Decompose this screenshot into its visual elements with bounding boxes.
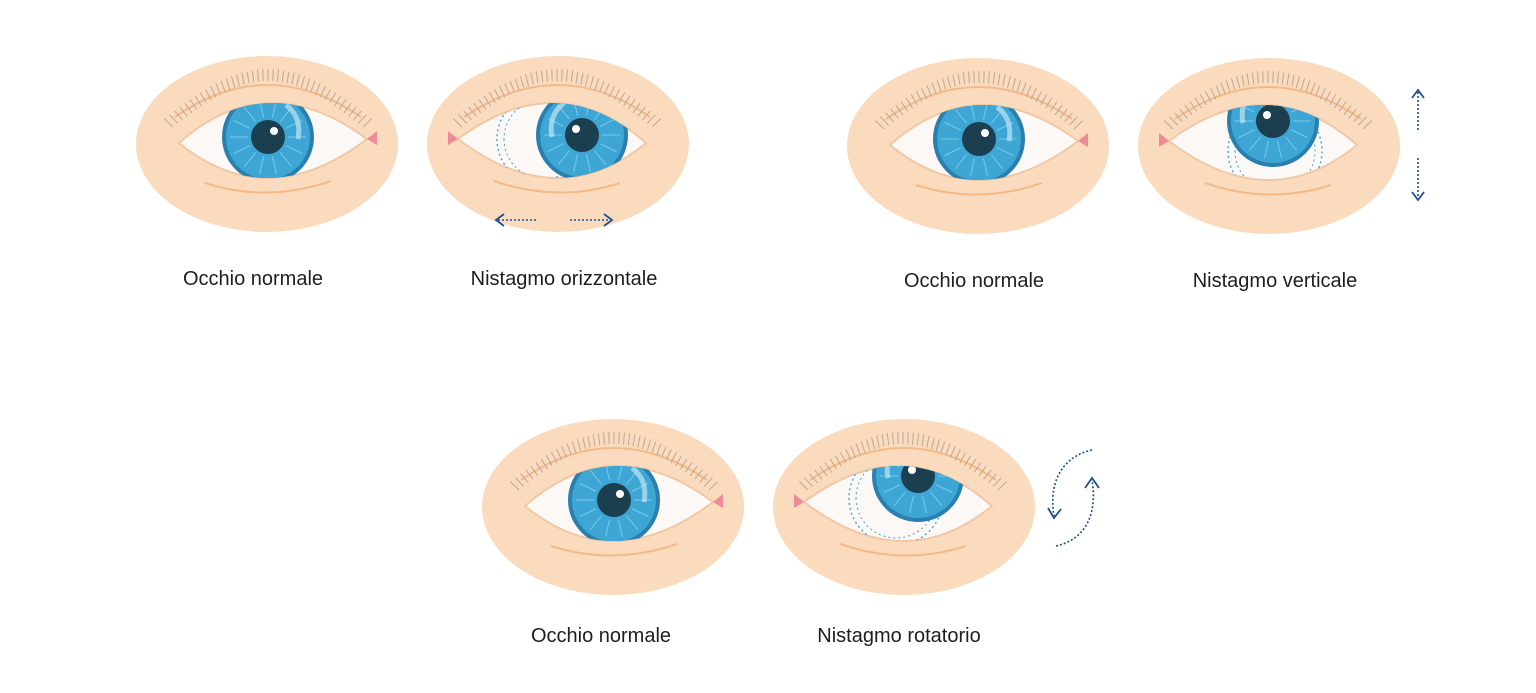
eyelash-group	[799, 432, 1007, 491]
pupil-highlight	[616, 490, 624, 498]
upper-crease	[809, 447, 997, 481]
previous-position-outline	[848, 465, 944, 542]
normal-eye-icon	[136, 56, 398, 232]
pupil-highlight	[908, 466, 916, 474]
iris-highlight	[284, 103, 302, 140]
caruncle-shape	[367, 131, 377, 145]
caption-nistagmo-orizzontale: Nistagmo orizzontale	[470, 268, 658, 290]
caruncle-shape	[713, 494, 723, 508]
vertical-motion-arrows-icon	[1411, 88, 1425, 202]
horizontal-motion-arrows-icon	[494, 213, 614, 227]
pupil	[1256, 104, 1290, 138]
eyelash-group	[453, 69, 661, 128]
rotatory-motion-arrows-icon	[1047, 449, 1100, 547]
caption-nistagmo-rotatorio: Nistagmo rotatorio	[817, 625, 981, 647]
upper-crease	[885, 86, 1073, 120]
pupil	[251, 120, 285, 154]
horizontal-nystagmus-eye-icon	[427, 56, 689, 232]
iris-rays	[230, 102, 306, 175]
caption-occhio-normale-1: Occhio normale	[182, 268, 324, 290]
pupil	[597, 483, 631, 517]
iris-highlight	[1239, 104, 1257, 124]
iris-highlight	[630, 466, 648, 503]
lower-crease	[915, 182, 1043, 196]
caruncle-shape	[1159, 133, 1169, 147]
lower-crease	[493, 180, 621, 194]
normal-eye-icon	[482, 419, 744, 595]
eyelash-group	[875, 71, 1083, 130]
upper-crease	[520, 447, 708, 481]
caruncle-shape	[1078, 133, 1088, 147]
upper-crease	[174, 84, 362, 118]
caruncle-shape	[448, 131, 458, 145]
lower-crease	[839, 543, 967, 557]
caption-occhio-normale-2: Occhio normale	[903, 270, 1045, 292]
iris-highlight	[548, 102, 566, 138]
pupil	[962, 122, 996, 156]
caruncle-shape	[794, 494, 804, 508]
caption-occhio-normale-3: Occhio normale	[530, 625, 672, 647]
pupil-highlight	[981, 129, 989, 137]
lower-crease	[1204, 182, 1332, 196]
vertical-nystagmus-eye-icon	[1138, 58, 1400, 234]
eyelash-group	[510, 432, 718, 491]
previous-position-outline	[1227, 104, 1323, 181]
lower-crease	[550, 543, 678, 557]
pupil-highlight	[572, 125, 580, 133]
eyelash-group	[1164, 71, 1372, 130]
pupil-highlight	[1263, 111, 1271, 119]
pupil	[565, 118, 599, 152]
previous-position-outline	[496, 102, 592, 179]
pupil-highlight	[270, 127, 278, 135]
iris-highlight	[995, 105, 1013, 142]
upper-crease	[1174, 86, 1362, 120]
rotatory-nystagmus-eye-icon	[773, 419, 1035, 595]
previous-position-inner-outline	[1234, 110, 1316, 181]
iris-highlight	[884, 465, 902, 479]
lower-crease	[204, 180, 332, 194]
normal-eye-icon	[847, 58, 1109, 234]
upper-crease	[463, 84, 651, 118]
caption-nistagmo-verticale: Nistagmo verticale	[1192, 270, 1358, 292]
eyelash-group	[164, 69, 372, 128]
